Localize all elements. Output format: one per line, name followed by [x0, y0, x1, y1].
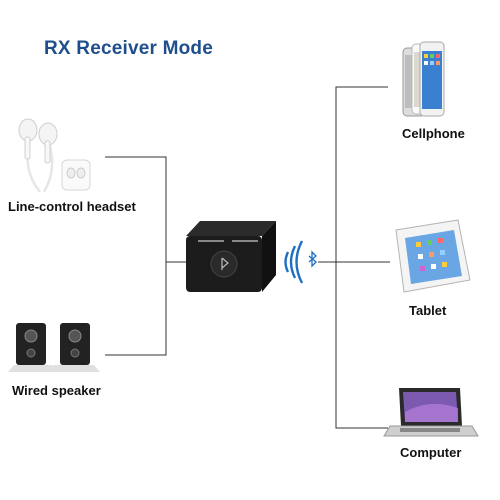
receiver-device-icon: [186, 221, 276, 292]
label-computer: Computer: [400, 445, 461, 460]
earphones-icon: [19, 119, 90, 192]
speaker-icon: [8, 323, 100, 372]
label-tablet: Tablet: [409, 303, 446, 318]
label-speaker: Wired speaker: [12, 383, 101, 398]
bluetooth-icon: [286, 241, 317, 283]
smartphone-icon: [403, 42, 444, 116]
page-title: RX Receiver Mode: [44, 38, 213, 60]
left-connector-lines: [105, 157, 186, 355]
label-headset: Line-control headset: [8, 199, 136, 214]
laptop-icon: [384, 388, 478, 436]
label-cellphone: Cellphone: [402, 126, 465, 141]
tablet-icon: [396, 220, 470, 292]
right-connector-lines: [318, 87, 390, 428]
